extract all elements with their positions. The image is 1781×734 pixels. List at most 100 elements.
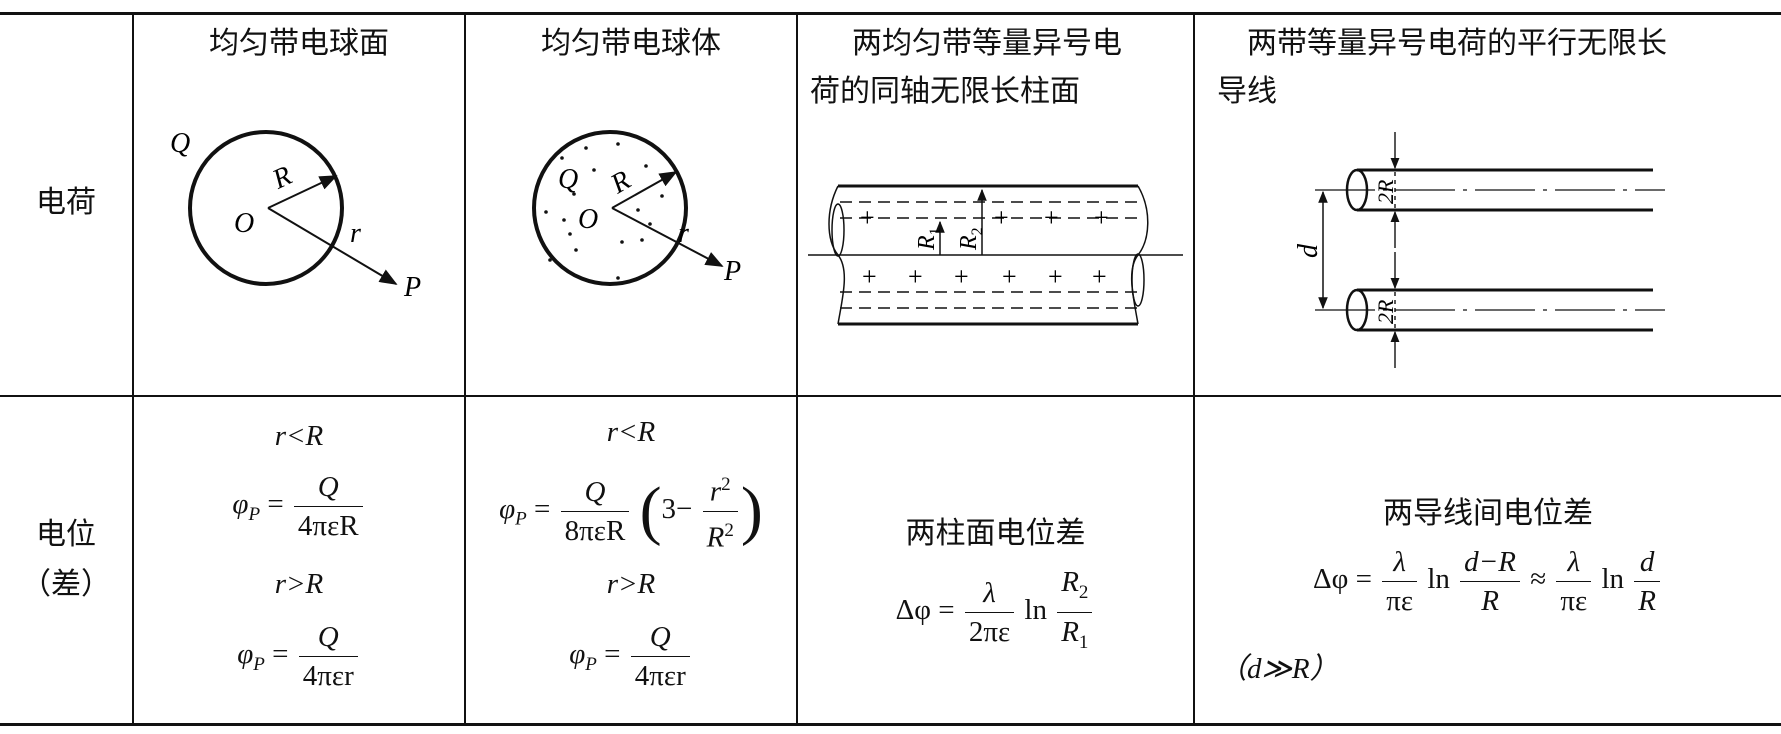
sphere-outline bbox=[532, 130, 688, 286]
equals-sign: = bbox=[272, 638, 289, 671]
table-top-rule bbox=[0, 12, 1781, 15]
approx-numerator: d bbox=[1634, 545, 1660, 582]
radius-label: R bbox=[605, 165, 636, 201]
equals-sign: = bbox=[267, 488, 284, 521]
sphere-outline bbox=[188, 130, 344, 286]
condition-inside: r<R bbox=[606, 416, 656, 448]
condition-outside: r>R bbox=[274, 568, 324, 600]
table-bottom-rule bbox=[0, 723, 1781, 726]
phi-subscript: P bbox=[253, 653, 265, 675]
column-divider bbox=[464, 14, 466, 724]
cylinders-caption: 两柱面电位差 bbox=[905, 516, 1086, 551]
ln-operator: ln bbox=[1601, 563, 1625, 596]
ln-operator: ln bbox=[1427, 563, 1450, 596]
charge-label: Q bbox=[558, 164, 578, 195]
denominator: 4πεr bbox=[302, 660, 354, 692]
left-paren: ( bbox=[639, 474, 662, 548]
plus-signs: + + + + + + + + + + bbox=[860, 203, 1109, 291]
dashed-surfaces bbox=[840, 201, 1138, 309]
three-minus: 3− bbox=[661, 492, 693, 525]
approx-sign: ≈ bbox=[1530, 563, 1547, 596]
delta-phi: Δφ bbox=[896, 594, 931, 626]
row-label-charge: 电荷 bbox=[36, 185, 96, 220]
numerator: Q bbox=[560, 475, 630, 512]
radius-arrow bbox=[267, 175, 338, 209]
approx-denominator: R bbox=[1638, 585, 1656, 617]
ratio-denominator: R1 bbox=[1057, 613, 1092, 660]
plus-sign: + bbox=[1044, 203, 1059, 232]
lambda: λ bbox=[1556, 545, 1592, 582]
header-wires-line2: 导线 bbox=[1217, 74, 1277, 109]
condition-inside: r<R bbox=[274, 420, 324, 452]
column-divider bbox=[132, 14, 134, 724]
column-divider bbox=[1193, 14, 1195, 724]
center-label: O bbox=[234, 208, 254, 239]
phi-symbol: φ bbox=[232, 488, 249, 521]
equals-sign: = bbox=[1355, 563, 1373, 596]
delta-phi: Δφ bbox=[1313, 563, 1349, 596]
header-sphere-surface: 均匀带电球面 bbox=[209, 26, 389, 61]
R2-subscript: 2 bbox=[1078, 581, 1089, 603]
r1-label: R1 bbox=[914, 227, 944, 251]
plus-sign: + bbox=[862, 262, 877, 291]
header-cylinders: 两均匀带等量异号电 荷的同轴无限长柱面 bbox=[798, 20, 1205, 116]
denominator: 4πεR bbox=[297, 510, 359, 542]
distance-label: r bbox=[350, 218, 361, 249]
sphere-surface-diagram: Q O R r P bbox=[170, 128, 421, 300]
point-label: P bbox=[403, 272, 421, 300]
numerator: Q bbox=[293, 470, 363, 507]
R-symbol: R bbox=[706, 521, 725, 554]
r2-label: R2 bbox=[956, 227, 986, 251]
row-label-potential-line2: （差） bbox=[21, 567, 111, 602]
separation-label: d bbox=[1293, 243, 1324, 258]
r-symbol: r bbox=[709, 475, 722, 508]
row-label-potential-line1: 电位 bbox=[36, 517, 96, 552]
ln-operator: ln bbox=[1024, 593, 1047, 626]
denominator: πε bbox=[1560, 585, 1588, 617]
radius-arrow bbox=[611, 171, 678, 209]
header-wires-line1: 两带等量异号电荷的平行无限长 bbox=[1247, 26, 1667, 61]
distance-arrow bbox=[267, 207, 398, 285]
row-label-potential: 电位 （差） bbox=[0, 510, 132, 610]
denominator: 2πε bbox=[968, 615, 1011, 648]
header-sphere-volume: 均匀带电球体 bbox=[541, 26, 721, 61]
charge-dots bbox=[544, 142, 664, 280]
point-label: P bbox=[723, 256, 741, 287]
denominator: 8πεR bbox=[564, 514, 626, 547]
equals-sign: = bbox=[938, 593, 955, 626]
bottom-diameter-label: 2R bbox=[1373, 299, 1398, 324]
right-cross-section bbox=[1131, 253, 1145, 307]
header-cylinders-line1: 两均匀带等量异号电 bbox=[852, 26, 1122, 61]
R-exponent: 2 bbox=[724, 519, 734, 541]
phi-subscript: P bbox=[585, 653, 597, 675]
plus-sign: + bbox=[860, 203, 875, 232]
radius-ratio: R 2 R1 bbox=[1057, 565, 1093, 660]
column-divider bbox=[796, 14, 798, 724]
equals-sign: = bbox=[534, 492, 551, 525]
R1-symbol: R bbox=[1061, 615, 1079, 648]
numerator: Q bbox=[630, 620, 690, 657]
delta-phi-text: Δφ bbox=[895, 593, 931, 626]
condition-outside: r>R bbox=[606, 568, 656, 600]
plus-sign: + bbox=[1002, 262, 1017, 291]
plus-sign: + bbox=[1048, 262, 1063, 291]
exact-denominator: R bbox=[1481, 585, 1499, 617]
phi-symbol: φ bbox=[569, 638, 586, 671]
numerator: Q bbox=[298, 620, 358, 657]
